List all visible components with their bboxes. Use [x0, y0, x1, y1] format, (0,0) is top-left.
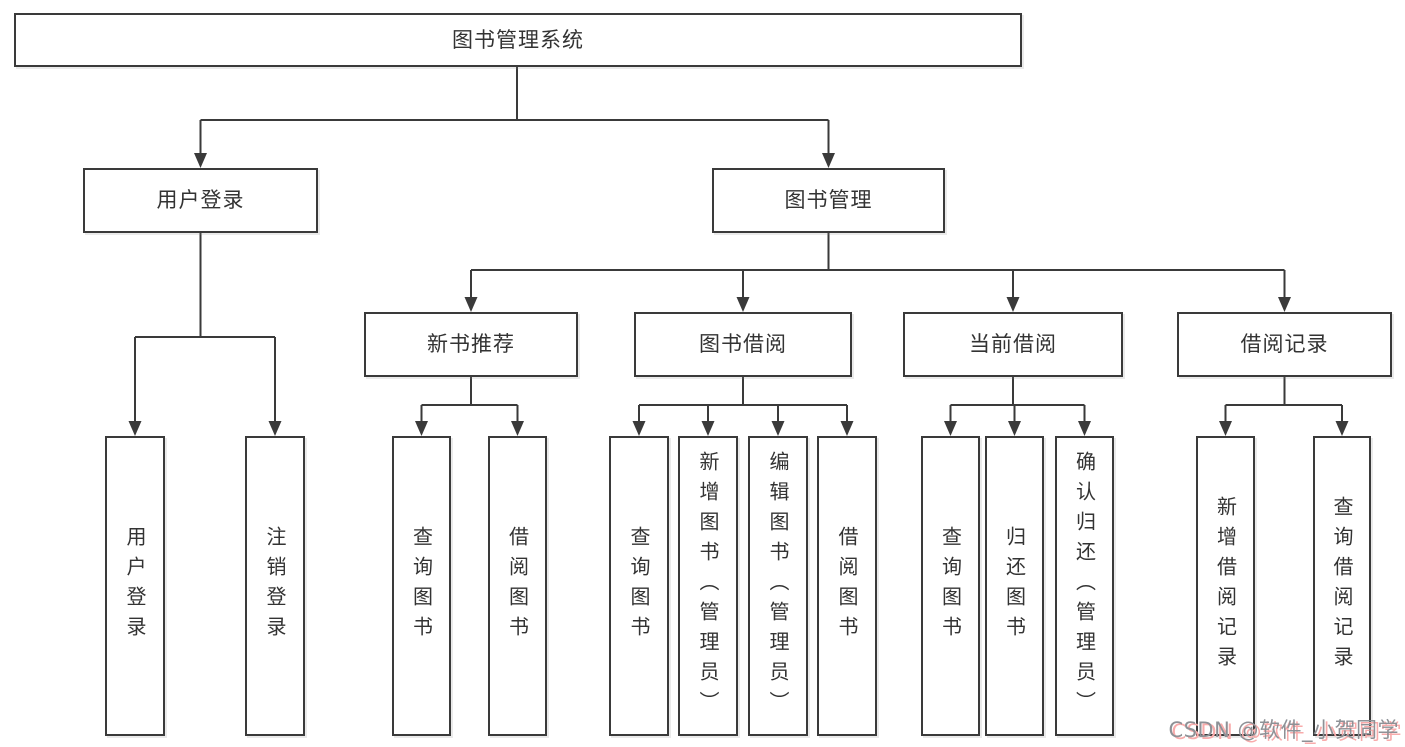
node-leaf-add-borrow-record: 新增借阅记录	[1196, 436, 1255, 736]
connector-current-borrow-to-leaves	[949, 377, 1086, 421]
node-label: 查询借阅记录	[1330, 496, 1354, 676]
node-leaf-edit-book-admin: 编辑图书（管理员）	[748, 436, 808, 736]
node-library-management-system: 图书管理系统	[14, 13, 1022, 67]
node-label: 编辑图书（管理员）	[766, 451, 790, 721]
node-leaf-query-borrow-record: 查询借阅记录	[1313, 436, 1371, 736]
node-label: 查询图书	[938, 526, 963, 646]
node-leaf-add-book-admin: 新增图书（管理员）	[678, 436, 738, 736]
node-leaf-logout: 注销登录	[245, 436, 305, 736]
node-new-book-recommend: 新书推荐	[364, 312, 578, 377]
node-label: 图书管理	[784, 188, 873, 212]
node-label: 当前借阅	[969, 332, 1057, 356]
node-label: 查询图书	[409, 526, 434, 646]
node-label: 归还图书	[1002, 526, 1027, 646]
node-book-borrow: 图书借阅	[634, 312, 852, 377]
node-leaf-return-book: 归还图书	[985, 436, 1044, 736]
node-label: 图书借阅	[699, 332, 787, 356]
node-label: 确认归还（管理员）	[1072, 451, 1097, 721]
connector-new-book-to-leaves	[420, 377, 519, 421]
node-label: 用户登录	[123, 526, 147, 646]
node-label: 新增图书（管理员）	[696, 451, 720, 721]
node-leaf-confirm-return-admin: 确认归还（管理员）	[1055, 436, 1114, 736]
node-leaf-query-book-2: 查询图书	[609, 436, 669, 736]
node-label: 查询图书	[627, 526, 651, 646]
connector-user-login-to-leaves	[134, 233, 276, 421]
node-label: 用户登录	[156, 188, 245, 212]
node-label: 借阅图书	[835, 526, 859, 646]
node-label: 图书管理系统	[452, 27, 584, 52]
node-user-login: 用户登录	[83, 168, 318, 233]
node-label: 借阅图书	[505, 526, 530, 646]
node-current-borrow: 当前借阅	[903, 312, 1123, 377]
node-leaf-query-book-3: 查询图书	[921, 436, 980, 736]
node-leaf-user-login: 用户登录	[105, 436, 165, 736]
node-label: 新书推荐	[427, 332, 515, 356]
node-leaf-borrow-book-1: 借阅图书	[488, 436, 547, 736]
csdn-watermark: CSDN @软件_小贺同学	[1168, 718, 1399, 742]
connector-book-management-to-level3	[470, 233, 1286, 297]
connector-root-to-level2	[199, 67, 830, 153]
connector-book-borrow-to-leaves	[638, 377, 848, 421]
node-book-management: 图书管理	[712, 168, 945, 233]
node-leaf-borrow-book-2: 借阅图书	[817, 436, 877, 736]
node-borrow-records: 借阅记录	[1177, 312, 1392, 377]
node-label: 借阅记录	[1240, 332, 1329, 356]
connector-borrow-records-to-leaves	[1224, 377, 1343, 421]
node-label: 注销登录	[263, 526, 287, 646]
node-label: 新增借阅记录	[1213, 496, 1238, 676]
node-leaf-query-book-1: 查询图书	[392, 436, 451, 736]
